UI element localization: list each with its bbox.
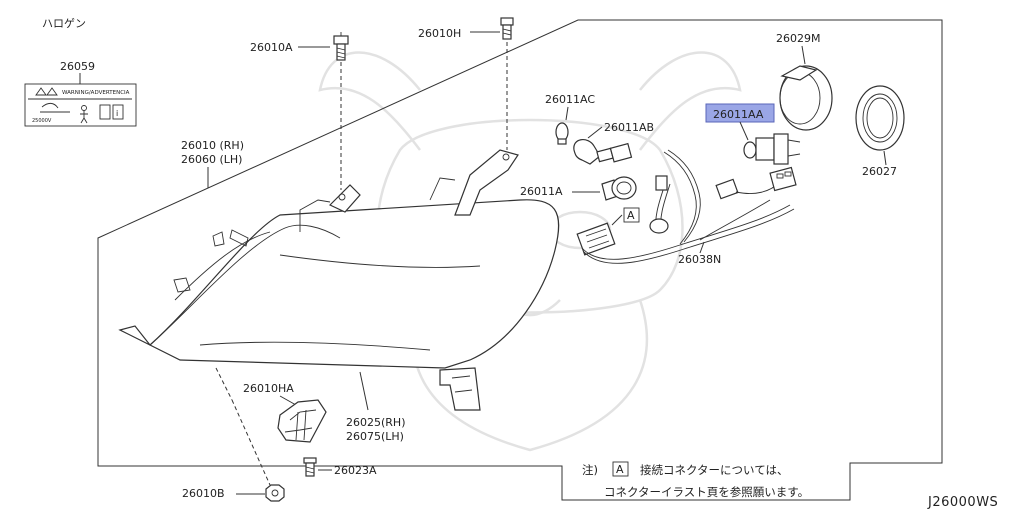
bulb-cap-26029M	[779, 65, 833, 131]
leader-26011AB	[587, 126, 603, 139]
bulb-26011A	[601, 176, 637, 201]
label-26010: 26010 (RH)	[181, 139, 244, 152]
guide-26010HA	[215, 367, 233, 401]
leader-26011AA	[739, 121, 749, 141]
leader-26025	[359, 371, 369, 411]
svg-text:i: i	[116, 109, 118, 118]
leader-26010HA	[279, 395, 297, 406]
label-26011A: 26011A	[520, 185, 563, 198]
connector-26038N	[576, 222, 616, 256]
leader-26027	[883, 150, 887, 166]
label-26059: 26059	[60, 60, 95, 73]
lamp-warning-icon	[40, 102, 70, 113]
warning-label-sticker: WARNING/ADVERTENCIA 25000V i	[24, 83, 137, 127]
screw-26023A	[303, 457, 317, 477]
leader-26029M	[801, 45, 806, 65]
bulb-26011AC	[555, 122, 569, 145]
bulb-26011AA	[743, 133, 801, 165]
warning-heading: WARNING/ADVERTENCIA	[62, 90, 130, 96]
label-26038N: 26038N	[678, 253, 721, 266]
person-icon	[81, 105, 87, 111]
label-26029M: 26029M	[776, 32, 820, 45]
diagram-code: J26000WS	[927, 495, 998, 510]
label-26010H: 26010H	[418, 27, 461, 40]
seal-ring-26027	[855, 85, 905, 151]
assembly-frame	[97, 19, 943, 501]
variant-label: ハロゲン	[42, 17, 86, 30]
nut-26010B	[265, 484, 285, 502]
label-26010HA: 26010HA	[243, 382, 294, 395]
label-26011AC: 26011AC	[545, 93, 595, 106]
bulb-26011AB	[573, 139, 633, 165]
label-26011AA: 26011AA	[713, 108, 764, 121]
label-26075: 26075(LH)	[346, 430, 404, 443]
label-26025: 26025(RH)	[346, 416, 406, 429]
wiring-harness-26038N	[581, 149, 797, 264]
label-26010B: 26010B	[182, 487, 225, 500]
note-line1: 接続コネクターについては、	[640, 463, 788, 477]
screw-26010H	[500, 17, 514, 40]
label-26027: 26027	[862, 165, 897, 178]
headlamp-housing	[118, 149, 560, 411]
leader-connector-A	[611, 214, 623, 226]
guide-26010B	[231, 399, 271, 486]
leader-26038N	[699, 241, 705, 254]
label-26011AB: 26011AB	[604, 121, 654, 134]
leader-26011AC	[565, 106, 569, 121]
note-prefix: 注)	[582, 463, 598, 477]
manual-book-icon	[99, 104, 111, 120]
label-26060: 26060 (LH)	[181, 153, 242, 166]
screw-26010A	[333, 32, 349, 61]
label-26023A: 26023A	[334, 464, 377, 477]
warning-triangle-icon	[35, 87, 58, 96]
connector-marker: A	[627, 209, 635, 222]
note-marker: A	[616, 463, 624, 476]
connector-marker-box	[623, 207, 640, 223]
warning-voltage: 25000V	[32, 118, 52, 124]
bracket-26010HA	[277, 399, 327, 443]
label-26010A: 26010A	[250, 41, 293, 54]
note-marker-box	[612, 461, 629, 477]
note-line2: コネクターイラスト頁を参照願います。	[604, 485, 809, 499]
